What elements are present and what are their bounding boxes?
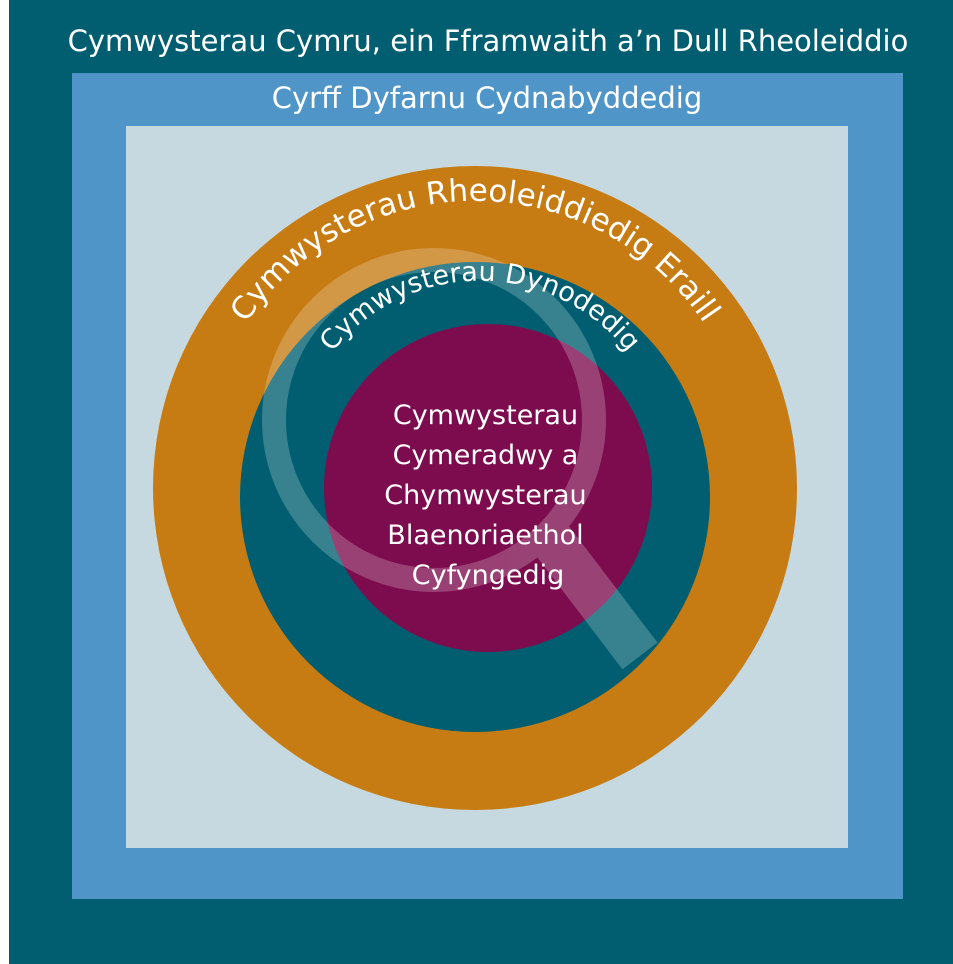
core-label: Cymwysterau Cymeradwy a Chymwysterau Bla… xyxy=(384,400,591,591)
core-label-line: Cymwysterau xyxy=(393,400,578,431)
core-label-line: Blaenoriaethol xyxy=(387,520,583,551)
middle-frame-label: Cyrff Dyfarnu Cydnabyddedig xyxy=(272,81,702,115)
outer-frame-label: Cymwysterau Cymru, ein Fframwaith a’n Du… xyxy=(68,24,909,58)
magnifier-watermark-icon xyxy=(262,248,658,670)
core-label-line: Chymwysterau xyxy=(384,480,586,511)
core-label-line: Cyfyngedig xyxy=(412,560,564,591)
core-label-line: Cymeradwy a xyxy=(393,440,579,471)
magenta-core xyxy=(324,324,652,652)
